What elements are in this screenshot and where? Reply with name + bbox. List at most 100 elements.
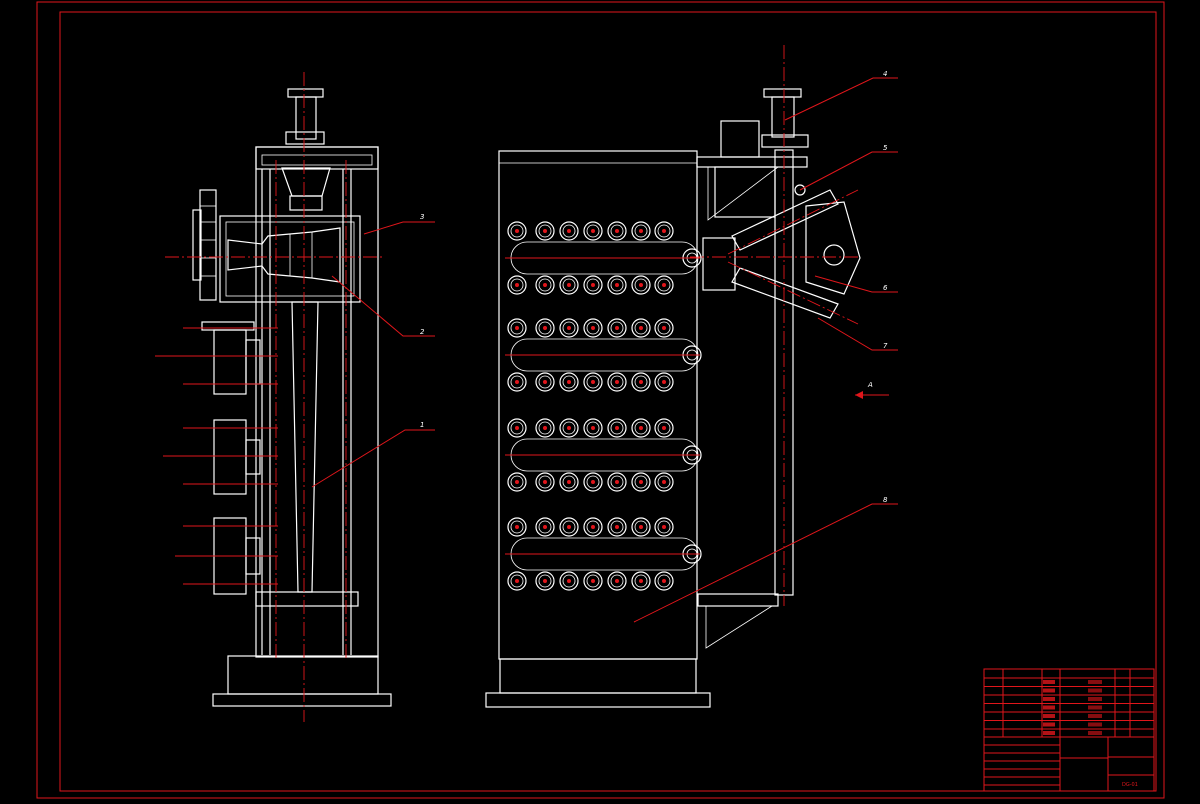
preform-center bbox=[543, 229, 547, 233]
preform-center bbox=[639, 380, 643, 384]
preform-center bbox=[515, 283, 519, 287]
preform-center bbox=[615, 579, 619, 583]
label-part-4: 4 bbox=[883, 70, 887, 78]
preform-cavity-inner bbox=[538, 520, 552, 534]
preform-center bbox=[639, 480, 643, 484]
sheet-frame bbox=[36, 1, 1165, 799]
preform-cavity-inner bbox=[634, 375, 648, 389]
label-part-5: 5 bbox=[883, 144, 888, 152]
preform-center bbox=[515, 579, 519, 583]
preform-cavity bbox=[559, 418, 579, 438]
title-block-cell-mark bbox=[1088, 714, 1102, 718]
preform-center bbox=[662, 229, 666, 233]
preform-cavity bbox=[654, 517, 674, 537]
preform-cavity-inner bbox=[562, 321, 576, 335]
preform-cavity bbox=[507, 418, 527, 438]
preform-cavity bbox=[583, 318, 603, 338]
preform-cavity-inner bbox=[562, 421, 576, 435]
title-block-cell-mark bbox=[1043, 731, 1055, 735]
preform-cavity bbox=[631, 517, 651, 537]
preform-cavity bbox=[535, 517, 555, 537]
preform-cavity-inner bbox=[634, 421, 648, 435]
preform-cavity-inner bbox=[586, 520, 600, 534]
preform-center bbox=[639, 525, 643, 529]
label-part-2: 2 bbox=[420, 328, 425, 336]
preform-cavity bbox=[583, 418, 603, 438]
preform-center bbox=[567, 480, 571, 484]
preform-cavity-inner bbox=[538, 224, 552, 238]
label-part-8: 8 bbox=[883, 496, 888, 504]
title-block-cell-mark bbox=[1088, 731, 1102, 735]
preform-cavity-inner bbox=[610, 520, 624, 534]
preform-cavity-inner bbox=[562, 224, 576, 238]
preform-cavity bbox=[631, 275, 651, 295]
preform-cavity bbox=[559, 372, 579, 392]
preform-cavity-inner bbox=[562, 475, 576, 489]
preform-cavity-inner bbox=[562, 375, 576, 389]
preform-center bbox=[591, 380, 595, 384]
preform-cavity-inner bbox=[586, 421, 600, 435]
preform-center bbox=[567, 326, 571, 330]
preform-center bbox=[567, 229, 571, 233]
preform-center bbox=[591, 579, 595, 583]
preform-center bbox=[543, 525, 547, 529]
preform-cavity-inner bbox=[510, 375, 524, 389]
preform-cavity-inner bbox=[586, 224, 600, 238]
preform-cavity-inner bbox=[510, 321, 524, 335]
title-block-cell-mark bbox=[1043, 705, 1055, 710]
title-block-cell-mark bbox=[1088, 680, 1102, 684]
preform-cavity bbox=[535, 571, 555, 591]
preform-cavity-inner bbox=[610, 375, 624, 389]
preform-center bbox=[543, 326, 547, 330]
preform-cavity-inner bbox=[510, 421, 524, 435]
title-block-cells bbox=[1043, 680, 1102, 735]
preform-center bbox=[543, 579, 547, 583]
cavity-loop bbox=[510, 338, 699, 372]
preform-center bbox=[591, 480, 595, 484]
preform-cavity bbox=[607, 275, 627, 295]
label-part-3: 3 bbox=[420, 213, 424, 221]
preform-cavity bbox=[583, 571, 603, 591]
preform-cavity bbox=[507, 372, 527, 392]
preform-cavity bbox=[631, 472, 651, 492]
preform-cavity-inner bbox=[634, 224, 648, 238]
preform-cavity bbox=[654, 571, 674, 591]
preform-cavity-inner bbox=[510, 475, 524, 489]
preform-cavity bbox=[607, 418, 627, 438]
preform-cavity bbox=[535, 275, 555, 295]
preform-cavity-inner bbox=[657, 321, 671, 335]
preform-cavity-inner bbox=[610, 321, 624, 335]
preform-cavity bbox=[654, 418, 674, 438]
preform-cavity-inner bbox=[510, 224, 524, 238]
preform-cavity bbox=[507, 221, 527, 241]
preform-cavity-inner bbox=[610, 224, 624, 238]
preform-center bbox=[662, 480, 666, 484]
preform-cavity bbox=[559, 472, 579, 492]
preform-cavity-inner bbox=[657, 475, 671, 489]
preform-cavity-inner bbox=[657, 520, 671, 534]
preform-center bbox=[515, 525, 519, 529]
preform-cavity-inner bbox=[657, 278, 671, 292]
preform-cavity-inner bbox=[657, 375, 671, 389]
label-part-6: 6 bbox=[883, 284, 888, 292]
title-block-cell-mark bbox=[1043, 680, 1055, 684]
preform-cavity-inner bbox=[586, 375, 600, 389]
preform-cavity-inner bbox=[510, 278, 524, 292]
preform-cavity bbox=[607, 221, 627, 241]
preform-cavity bbox=[607, 472, 627, 492]
preform-cavity bbox=[535, 472, 555, 492]
title-block-cell-mark bbox=[1043, 697, 1055, 701]
preform-center bbox=[615, 326, 619, 330]
preform-center bbox=[662, 579, 666, 583]
preform-cavity bbox=[559, 318, 579, 338]
title-block-cell-mark bbox=[1043, 722, 1055, 727]
preform-cavity bbox=[631, 318, 651, 338]
preform-center bbox=[543, 380, 547, 384]
preform-center bbox=[639, 283, 643, 287]
preform-cavity bbox=[583, 221, 603, 241]
preform-center bbox=[662, 426, 666, 430]
drawing-number: DG-01 bbox=[1122, 782, 1138, 788]
preform-cavity-inner bbox=[510, 574, 524, 588]
preform-cavity bbox=[559, 571, 579, 591]
